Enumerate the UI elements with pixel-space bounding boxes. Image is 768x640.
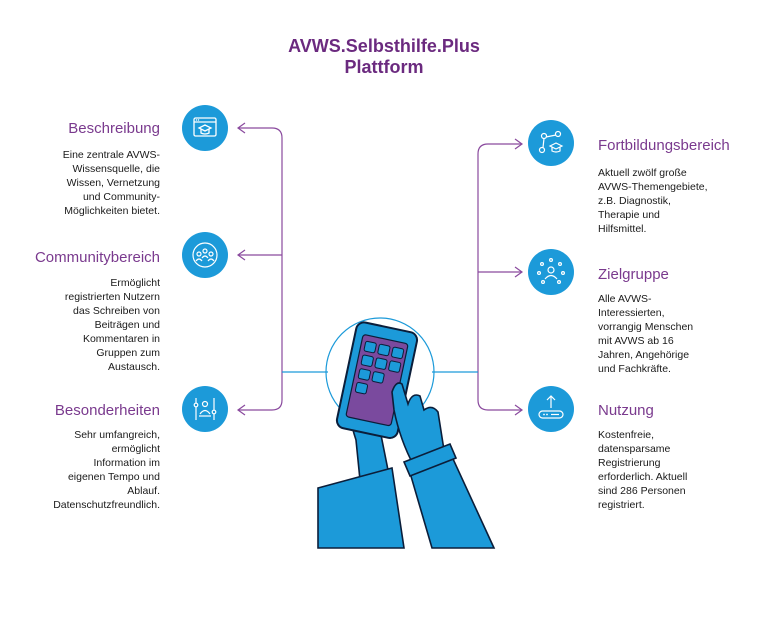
text-nutzung: Kostenfreie, datensparsame Registrierung… [598,429,688,511]
browser-graduation-cap-icon [182,105,228,151]
arrow-right-3 [514,404,524,416]
target-group-icon [528,249,574,295]
left-bracket-line [238,127,283,411]
arrow-left-3 [236,404,246,416]
arrow-right-2 [514,266,524,278]
text-besonderheiten: Sehr umfangreich, ermöglicht Information… [53,429,160,511]
heading-fortbildungsbereich: Fortbildungsbereich [598,137,730,154]
user-sliders-icon [182,386,228,432]
arrow-left-1 [236,122,246,134]
upload-login-icon [528,386,574,432]
right-bracket-line [477,143,522,411]
learning-network-icon [528,120,574,166]
heading-beschreibung: Beschreibung [68,120,160,137]
text-fortbildungsbereich: Aktuell zwölf große AVWS-Themengebiete, … [598,167,708,235]
title-line-2: Plattform [344,57,424,77]
phone-hand-illustration [317,317,496,549]
title-line-1: AVWS.Selbsthilfe.Plus [288,36,480,56]
text-zielgruppe: Alle AVWS- Interessierten, vorrangig Men… [598,293,694,375]
arrow-right-1 [514,138,524,150]
text-communitybereich: Ermöglicht registrierten Nutzern das Sch… [64,277,160,373]
heading-zielgruppe: Zielgruppe [598,266,669,283]
heading-besonderheiten: Besonderheiten [54,402,160,419]
arrow-left-2 [236,249,246,261]
page-title: AVWS.Selbsthilfe.Plus Plattform [0,36,768,78]
heading-communitybereich: Communitybereich [34,249,160,266]
community-people-icon [182,232,228,278]
heading-nutzung: Nutzung [598,402,654,419]
text-beschreibung: Eine zentrale AVWS- Wissensquelle, die W… [62,149,160,217]
